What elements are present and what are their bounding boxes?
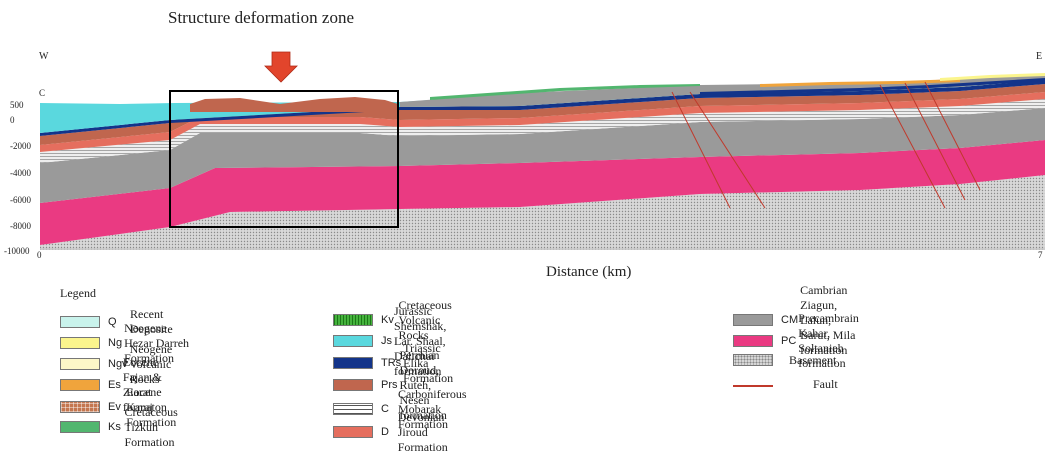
legend-swatch — [60, 316, 100, 328]
basement-layer — [40, 175, 1045, 250]
legend-code: Q — [108, 316, 117, 328]
fault-lines — [671, 81, 981, 209]
y-tick-label: -10000 — [4, 246, 30, 256]
legend-swatch — [60, 337, 100, 349]
legend-code: Ngv — [108, 358, 128, 370]
legend-swatch — [333, 314, 373, 326]
surface-ng-layer — [940, 73, 1045, 81]
legend-item: C Carboniferous Mobarak Formation — [333, 387, 482, 431]
legend-code: Es — [108, 379, 121, 391]
legend-swatch — [60, 421, 100, 433]
legend-name: Recent Deposite — [130, 307, 173, 336]
section-corner-label: C — [39, 88, 46, 98]
devonian-layer — [40, 92, 1045, 152]
deformation-zone-box — [169, 90, 399, 228]
legend-item: Q Recent Deposite — [60, 307, 183, 336]
legend-name: Eocene Fajan & Ziarat formaton — [122, 355, 167, 414]
legend-item: PC Precambrain Kahar, Soltanieh formatio… — [733, 311, 874, 370]
surface-es-layer — [760, 79, 960, 87]
x-axis-end-label: 7 — [1038, 250, 1043, 260]
legend-item: Kv Cretaceous Volcanic Rocks — [333, 298, 466, 342]
legend-item: Js Jurassic Shemshak, Lar. Shaal, Dalich… — [333, 304, 465, 378]
legend-swatch — [733, 314, 773, 326]
legend-swatch — [733, 378, 773, 390]
legend-item: Es Eocene Fajan & Ziarat formaton — [60, 355, 184, 414]
legend-swatch — [733, 335, 773, 347]
x-axis-title: Distance (km) — [546, 264, 632, 280]
legend-name: Carboniferous Mobarak Formation — [397, 386, 467, 431]
legend-name: Eocene Karaj Formation — [126, 384, 177, 429]
legend-code: Js — [381, 335, 392, 347]
y-tick-label: -6000 — [10, 195, 31, 205]
legend-swatch — [333, 335, 373, 347]
direction-east-label: E — [1036, 51, 1043, 62]
legend-name: Devonian Jiroud Formation — [397, 409, 448, 454]
legend-swatch — [60, 358, 100, 370]
legend-name: Precambrain Kahar, Soltanieh formation — [798, 311, 859, 370]
legend-swatch — [333, 379, 373, 391]
legend-swatch — [333, 357, 373, 369]
legend-swatch — [733, 354, 773, 366]
legend-code: Kv — [381, 314, 394, 326]
legend-name: Permian Doroud, Ruteh, Nesen formation — [399, 347, 447, 422]
legend-item: Ngv Neogene Volcanic Rocks — [60, 342, 183, 386]
legend-name: Basement — [789, 352, 837, 367]
legend-name: Jurassic Shemshak, Lar. Shaal, Dalichai … — [394, 303, 447, 378]
y-tick-label: -2000 — [10, 141, 31, 151]
legend-code: TRs — [381, 357, 402, 369]
precambrian-layer — [40, 140, 1045, 245]
legend-name: Triassic Elika Formation — [403, 340, 454, 385]
legend-name: Cambrian Ziagun, Lalun, Barut, Mila form… — [800, 282, 856, 357]
legend-name: Neogene Hezar Darreh Formation — [124, 320, 190, 365]
diagram-title: Structure deformation zone — [168, 8, 354, 27]
legend-item: Prs Permian Doroud, Ruteh, Nesen formati… — [333, 348, 460, 422]
legend-code: PC — [781, 335, 797, 347]
legend-swatch — [333, 403, 373, 415]
legend-item: Ng Neogene Hezar Darreh Formation — [60, 321, 190, 365]
cambrian-layer — [40, 108, 1045, 203]
y-tick-label: 500 — [10, 100, 24, 110]
legend-item: Ev Eocene Karaj Formation — [60, 385, 190, 429]
permian-layer — [40, 84, 1045, 145]
legend-item: CM Cambrian Ziagun, Lalun, Barut, Mila f… — [733, 283, 860, 357]
legend-code: Prs — [381, 379, 398, 391]
legend-code: Ng — [108, 337, 123, 349]
legend-item: Fault — [733, 376, 838, 392]
surface-ks-layer — [430, 84, 700, 100]
geologic-cross-section — [40, 51, 1045, 250]
legend-item: TRs Triassic Elika Formation — [333, 341, 463, 385]
y-tick-label: -4000 — [10, 168, 31, 178]
legend-code: C — [381, 403, 389, 415]
triassic-layer — [40, 80, 1045, 136]
legend-name: Cretaceous Volcanic Rocks — [398, 297, 452, 342]
legend-code: CM — [781, 314, 799, 326]
y-tick-label: 0 — [10, 115, 15, 125]
legend-name: Fault — [813, 376, 838, 391]
triassic-outcrop — [700, 78, 1045, 95]
y-tick-label: -8000 — [10, 221, 31, 231]
legend-name: Cretaceous Tizkuh Formation — [124, 404, 178, 449]
legend-item: Basement — [733, 352, 836, 368]
legend-item: Ks Cretaceous Tizkuh Formation — [60, 405, 193, 449]
legend-swatch — [60, 379, 100, 391]
legend-code: Ks — [108, 421, 121, 433]
uplift-permian-cap — [190, 97, 398, 112]
legend-code: Ev — [108, 401, 121, 413]
x-axis-start-label: 0 — [37, 250, 42, 260]
down-arrow-icon — [264, 51, 298, 83]
legend-name: Neogene Volcanic Rocks — [129, 341, 173, 386]
legend-code: D — [381, 426, 389, 438]
carboniferous-layer — [40, 99, 1045, 163]
legend-swatch — [60, 401, 100, 413]
legend-item: D Devonian Jiroud Formation — [333, 410, 463, 454]
legend-swatch — [333, 426, 373, 438]
legend-title: Legend — [60, 286, 96, 300]
direction-west-label: W — [39, 51, 49, 62]
